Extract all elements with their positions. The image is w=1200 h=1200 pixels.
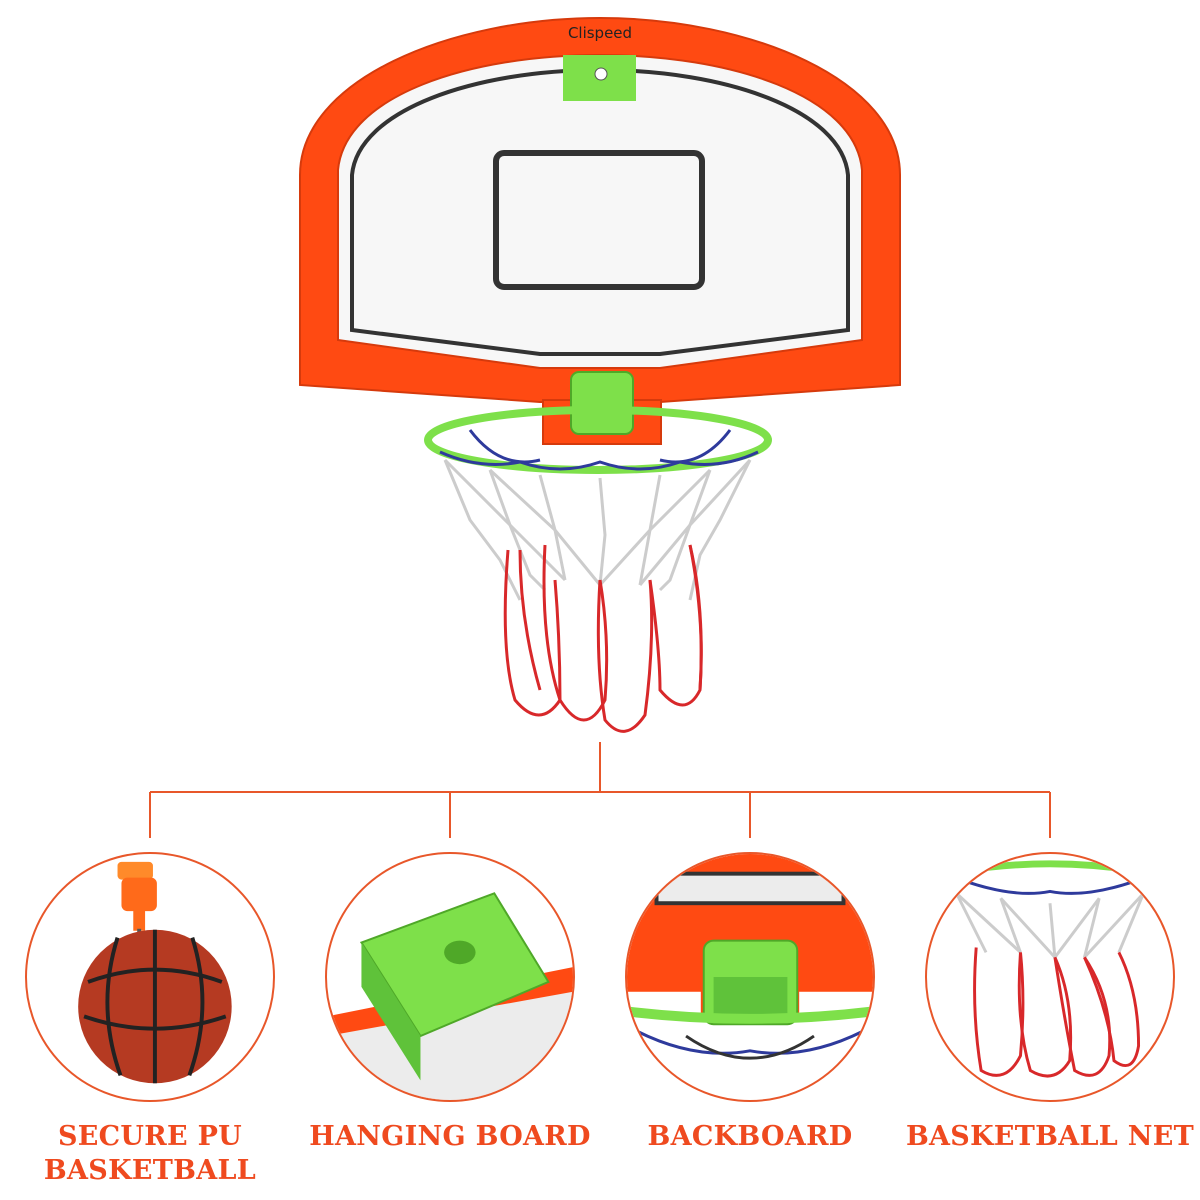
- net-detail-icon: [925, 852, 1175, 1102]
- basketball-pump-icon: [25, 852, 275, 1102]
- feature-basketball-net: BASKETBALL NET: [900, 852, 1200, 1200]
- feature-secure-pu-basketball: SECURE PU BASKETBALL: [0, 852, 300, 1200]
- feature-label: HANGING BOARD: [309, 1121, 591, 1152]
- feature-label: SECURE PU BASKETBALL: [43, 1121, 257, 1186]
- feature-connector: [149, 742, 1051, 838]
- feature-label: BACKBOARD: [647, 1121, 853, 1152]
- feature-label: BASKETBALL NET: [905, 1121, 1195, 1152]
- hoop-rim: [424, 406, 772, 474]
- backboard-glass: [337, 53, 863, 369]
- rim-bracket: [570, 371, 634, 435]
- basketball-hoop-illustration: Clispeed: [299, 16, 901, 733]
- feature-hanging-board: HANGING BOARD: [300, 852, 600, 1200]
- feature-backboard: BACKBOARD: [600, 852, 900, 1200]
- net-red-lower: [503, 544, 703, 733]
- brand-logo: Clispeed: [568, 24, 632, 42]
- backboard-detail-icon: [625, 852, 875, 1102]
- net-blue-band: [439, 429, 759, 471]
- hanging-bracket-icon: [325, 852, 575, 1102]
- target-square: [493, 150, 705, 290]
- net-upper: [443, 458, 752, 601]
